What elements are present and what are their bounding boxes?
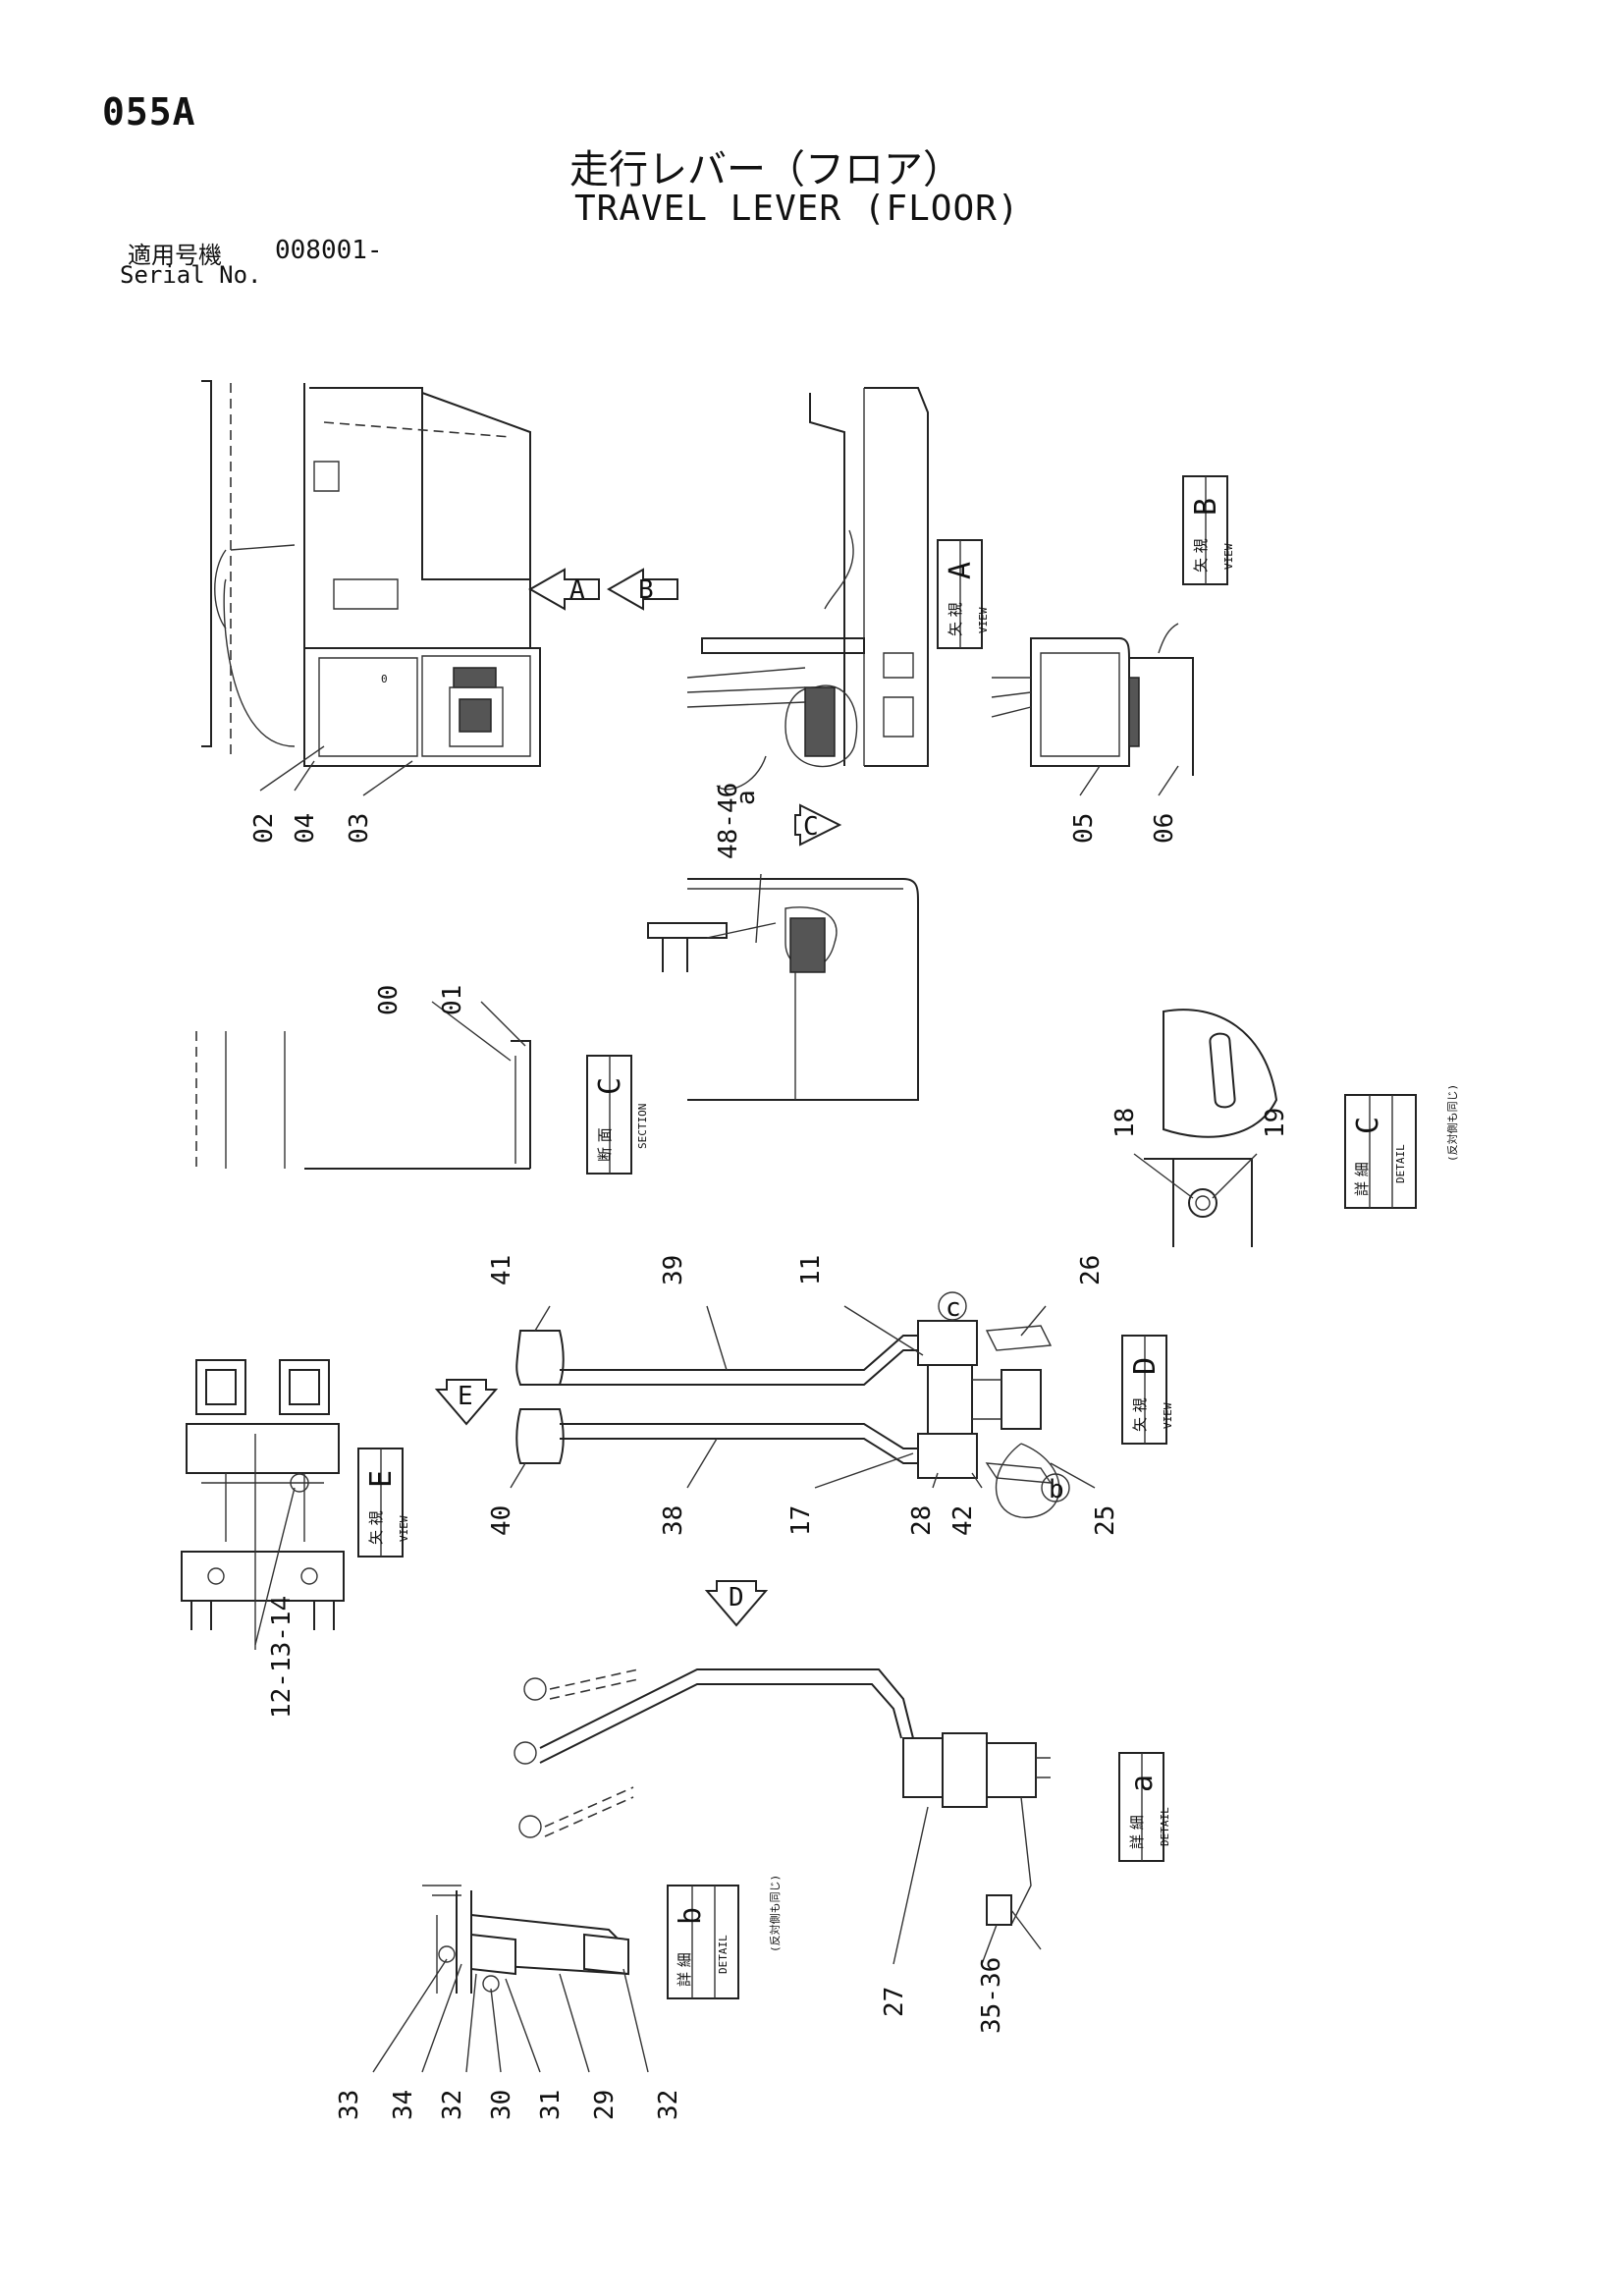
detail-a-en: DETAIL [1159, 1807, 1171, 1846]
view-box-d: 矢 視 VIEW D [1121, 1335, 1174, 1445]
view-b-ja: 矢 視 [1192, 538, 1210, 573]
ref-a: a [731, 790, 761, 805]
view-e-drawing: 12-13-14 [181, 1359, 345, 1719]
view-e-ja: 矢 視 [367, 1510, 385, 1545]
view-box-a: 矢 視 VIEW A [937, 539, 990, 649]
label-48-46: 48-46 [714, 783, 743, 859]
lever-side-view: 48-46 [647, 783, 919, 1101]
view-box-e: 矢 視 VIEW E [357, 1448, 410, 1558]
detail-c-en: DETAIL [1394, 1144, 1407, 1183]
title-english: TRAVEL LEVER (FLOOR) [574, 189, 1020, 229]
detail-c-note: (反対側も同じ) [1445, 1084, 1459, 1162]
view-a-ja: 矢 視 [947, 602, 964, 636]
section-c-letter: C [593, 1077, 627, 1095]
view-b-letter: B [1189, 498, 1223, 516]
view-arrow-d: D [704, 1580, 769, 1627]
label-06: 06 [1150, 813, 1179, 844]
label-33: 33 [335, 2090, 364, 2120]
label-04: 04 [291, 813, 320, 844]
label-11: 11 [796, 1255, 826, 1285]
serial-value: 008001- [275, 236, 383, 265]
detail-b-letter: b [674, 1907, 708, 1925]
label-34: 34 [389, 2090, 418, 2120]
label-05: 05 [1069, 813, 1099, 844]
label-19: 19 [1261, 1108, 1290, 1138]
cab-plan-view: 0 [201, 380, 541, 767]
detail-a-letter: a [1125, 1775, 1160, 1792]
label-18: 18 [1110, 1108, 1140, 1138]
svg-text:0: 0 [381, 673, 388, 685]
view-d-letter: D [1128, 1357, 1163, 1375]
label-01: 01 [438, 985, 467, 1015]
side-view-a [686, 387, 929, 791]
view-box-b: 矢 視 VIEW B [1182, 475, 1235, 585]
label-26: 26 [1076, 1255, 1106, 1285]
view-e-en: VIEW [398, 1515, 410, 1542]
label-25: 25 [1091, 1505, 1120, 1536]
section-c-en: SECTION [636, 1104, 649, 1149]
detail-b-ja: 詳 細 [676, 1952, 693, 1987]
view-b-en: VIEW [1222, 543, 1235, 570]
view-d-ja: 矢 視 [1131, 1397, 1149, 1432]
arrow-a-label: A [569, 575, 585, 605]
label-29: 29 [590, 2090, 620, 2120]
label-28: 28 [907, 1505, 937, 1536]
ref-c: c [946, 1293, 961, 1323]
detail-b-en: DETAIL [717, 1935, 730, 1974]
section-box-c: 断 面 SECTION C [586, 1055, 649, 1175]
label-42: 42 [948, 1505, 978, 1536]
label-41: 41 [487, 1255, 516, 1285]
view-arrow-a: A [527, 568, 600, 611]
view-d-drawing: 41 39 11 26 40 38 17 28 42 25 c b [487, 1255, 1120, 1536]
label-27: 27 [880, 1987, 909, 2017]
detail-a-drawing: 27 35-36 [514, 1668, 1051, 2034]
page-code: 055A [102, 90, 196, 134]
label-02: 02 [249, 813, 279, 844]
view-arrow-c: C [794, 803, 842, 847]
detail-b-drawing: 33 34 32 30 31 29 32 [335, 1885, 683, 2120]
ref-b: b [1049, 1475, 1064, 1504]
label-40: 40 [487, 1505, 516, 1536]
section-c-ja: 断 面 [596, 1127, 614, 1162]
detail-a-ja: 詳 細 [1128, 1815, 1146, 1849]
serial-label-japanese: 適用号機 [128, 242, 222, 269]
label-39: 39 [659, 1255, 688, 1285]
label-32-left: 32 [438, 2090, 467, 2120]
detail-box-c: 詳 細 DETAIL (反対側も同じ) C [1344, 1084, 1459, 1209]
view-a-letter: A [944, 562, 978, 579]
label-30: 30 [487, 2090, 516, 2120]
label-31: 31 [536, 2090, 566, 2120]
label-17: 17 [786, 1505, 816, 1536]
label-00: 00 [374, 985, 404, 1015]
view-b-drawing: 05 06 [991, 623, 1194, 844]
section-c-drawing: 00 01 [195, 985, 531, 1170]
view-d-en: VIEW [1162, 1402, 1174, 1429]
detail-c-drawing: 18 19 [1110, 1009, 1290, 1247]
detail-c-ja: 詳 細 [1353, 1162, 1371, 1196]
label-35-36: 35-36 [977, 1957, 1006, 2034]
labels-group-1: 02 04 03 [249, 745, 413, 844]
label-03: 03 [345, 813, 374, 844]
view-arrow-e: E [434, 1379, 499, 1426]
arrow-e-label: E [458, 1382, 473, 1411]
serial-label-english: Serial No. [120, 261, 262, 289]
label-38: 38 [659, 1505, 688, 1536]
detail-box-b: 詳 細 DETAIL (反対側も同じ) b [667, 1875, 782, 1999]
detail-b-note: (反対側も同じ) [768, 1875, 782, 1952]
arrow-b-label: B [638, 575, 654, 605]
detail-c-letter: C [1351, 1117, 1385, 1134]
view-a-en: VIEW [977, 607, 990, 633]
view-e-letter: E [364, 1470, 399, 1488]
arrow-d-label: D [729, 1583, 744, 1613]
view-arrow-b: B [606, 568, 678, 611]
label-32-right: 32 [654, 2090, 683, 2120]
detail-box-a: 詳 細 DETAIL a [1118, 1752, 1171, 1862]
label-12-13-14: 12-13-14 [267, 1596, 297, 1719]
arrow-c-label: C [803, 812, 819, 842]
title-japanese: 走行レバー（フロア） [569, 147, 962, 192]
